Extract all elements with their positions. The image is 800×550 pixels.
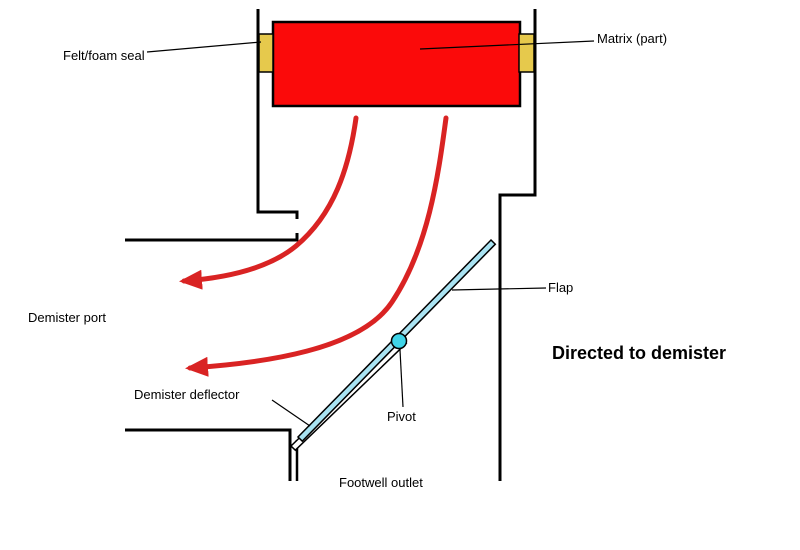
- airflow-arrow-lower: [185, 115, 449, 377]
- airflow-arrow-upper: [179, 115, 359, 290]
- heater-matrix: [271, 20, 522, 108]
- duct-left-upper-wall: [256, 9, 299, 219]
- flap-label: Flap: [548, 280, 574, 295]
- flap-leader-line: [451, 287, 547, 291]
- pivot-point: [390, 332, 408, 350]
- duct-bottom-left-wall: [125, 428, 292, 481]
- deflector-leader-line: [271, 399, 311, 427]
- matrix-part-label: Matrix (part): [597, 31, 668, 46]
- felt-foam-seal-left: [258, 33, 274, 73]
- felt-foam-seal-right: [518, 33, 535, 73]
- duct-demister-port-lower-wall: [125, 233, 299, 242]
- felt-foam-seal-leader-line: [146, 41, 262, 53]
- demister-port-label: Demister port: [28, 310, 107, 325]
- pivot-label: Pivot: [387, 409, 416, 424]
- footwell-outlet-label: Footwell outlet: [339, 475, 423, 490]
- pivot-leader-line: [399, 349, 404, 408]
- felt-foam-seal-label: Felt/foam seal: [63, 48, 145, 63]
- demister-deflector-label: Demister deflector: [134, 387, 240, 402]
- duct-right-wall: [498, 9, 537, 481]
- matrix-leader-line: [419, 40, 595, 50]
- directed-to-demister-label: Directed to demister: [552, 343, 727, 363]
